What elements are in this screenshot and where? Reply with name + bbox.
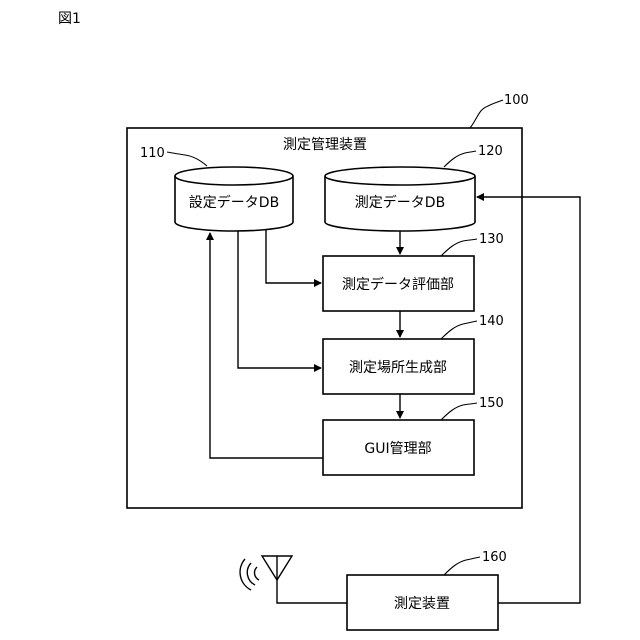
system-ref: 100 bbox=[504, 93, 529, 108]
evaluation-unit-ref: 130 bbox=[479, 232, 504, 247]
figure-label: 図1 bbox=[58, 11, 81, 27]
system-ref-leader bbox=[470, 100, 503, 128]
device-ref-leader bbox=[444, 557, 480, 575]
measurement-db-label: 測定データDB bbox=[355, 194, 445, 211]
evaluation-unit-label: 測定データ評価部 bbox=[342, 276, 454, 293]
device-label: 測定装置 bbox=[394, 596, 450, 612]
system-title: 測定管理装置 bbox=[283, 137, 367, 153]
setting-db-label: 設定データDB bbox=[189, 194, 279, 211]
antenna-icon bbox=[240, 556, 292, 590]
measurement-db-ref: 120 bbox=[478, 144, 503, 159]
location-unit-ref: 140 bbox=[479, 314, 504, 329]
setting-db-ref: 110 bbox=[140, 146, 165, 161]
location-unit-label: 測定場所生成部 bbox=[349, 360, 447, 376]
antenna-cable bbox=[277, 580, 347, 603]
gui-unit-ref: 150 bbox=[479, 396, 504, 411]
device-ref: 160 bbox=[482, 550, 507, 565]
gui-unit-label: GUI管理部 bbox=[364, 441, 431, 457]
